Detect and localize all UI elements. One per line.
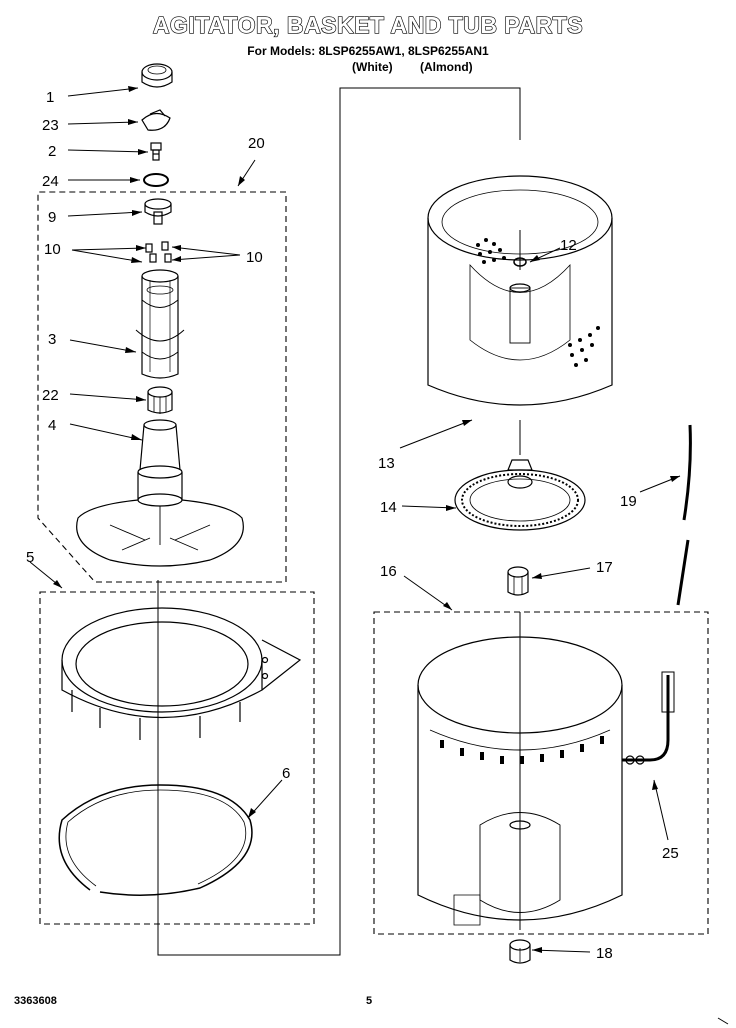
callout-labels: 1 23 2 24 20 9 10 10 3 22 4 5 6 12 13 14…	[26, 89, 679, 962]
callout-5: 5	[26, 549, 34, 566]
group-box-agitator	[37, 191, 287, 583]
part-auger	[135, 269, 185, 379]
part-drive-bell	[147, 386, 173, 414]
arrow-heads	[53, 86, 680, 953]
callout-22: 22	[42, 387, 59, 404]
part-o-ring	[143, 173, 169, 187]
part-outer-tub	[417, 636, 623, 926]
callout-16: 16	[380, 563, 397, 580]
doc-number: 3363608	[14, 995, 57, 1007]
callout-4: 4	[48, 417, 56, 434]
callout-20: 20	[248, 135, 265, 152]
part-cam	[144, 198, 172, 225]
callout-6: 6	[282, 765, 290, 782]
basket-holes	[476, 238, 600, 367]
callout-10-left: 10	[44, 241, 61, 258]
callout-2: 2	[48, 143, 56, 160]
page-title: AGITATOR, BASKET AND TUB PARTS	[152, 11, 584, 38]
callout-9: 9	[48, 209, 56, 226]
callout-13: 13	[378, 455, 395, 472]
part-dogs	[145, 241, 172, 263]
part-nut	[507, 566, 529, 596]
part-seal	[141, 109, 171, 131]
callout-12: 12	[560, 237, 577, 254]
color-white-label: (White)	[352, 60, 393, 74]
part-agitator-base	[76, 419, 244, 567]
callout-18: 18	[596, 945, 613, 962]
part-plug	[509, 939, 531, 964]
part-hose	[676, 424, 692, 606]
callout-19: 19	[620, 493, 637, 510]
callout-25: 25	[662, 845, 679, 862]
part-basket	[427, 175, 613, 406]
callout-17: 17	[596, 559, 613, 576]
connector-line	[157, 87, 521, 956]
callout-3: 3	[48, 331, 56, 348]
part-agitator-cap	[141, 63, 173, 88]
group-box-tub-ring	[39, 591, 315, 925]
part-drive-hub	[454, 459, 586, 531]
callout-10-right: 10	[246, 249, 263, 266]
tub-tabs	[440, 736, 604, 764]
callout-1: 1	[46, 89, 54, 106]
page-number: 5	[366, 995, 373, 1007]
callout-23: 23	[42, 117, 59, 134]
part-bolt	[150, 142, 162, 161]
group-box-outer-tub	[373, 611, 709, 935]
callout-24: 24	[42, 173, 59, 190]
callout-14: 14	[380, 499, 397, 516]
models-line: For Models: 8LSP6255AW1, 8LSP6255AN1	[247, 44, 489, 58]
part-tub-ring	[61, 607, 302, 740]
part-drain-hose	[622, 671, 675, 765]
part-ring	[58, 784, 253, 896]
leader-arrows	[29, 87, 681, 953]
color-almond-label: (Almond)	[420, 60, 473, 74]
